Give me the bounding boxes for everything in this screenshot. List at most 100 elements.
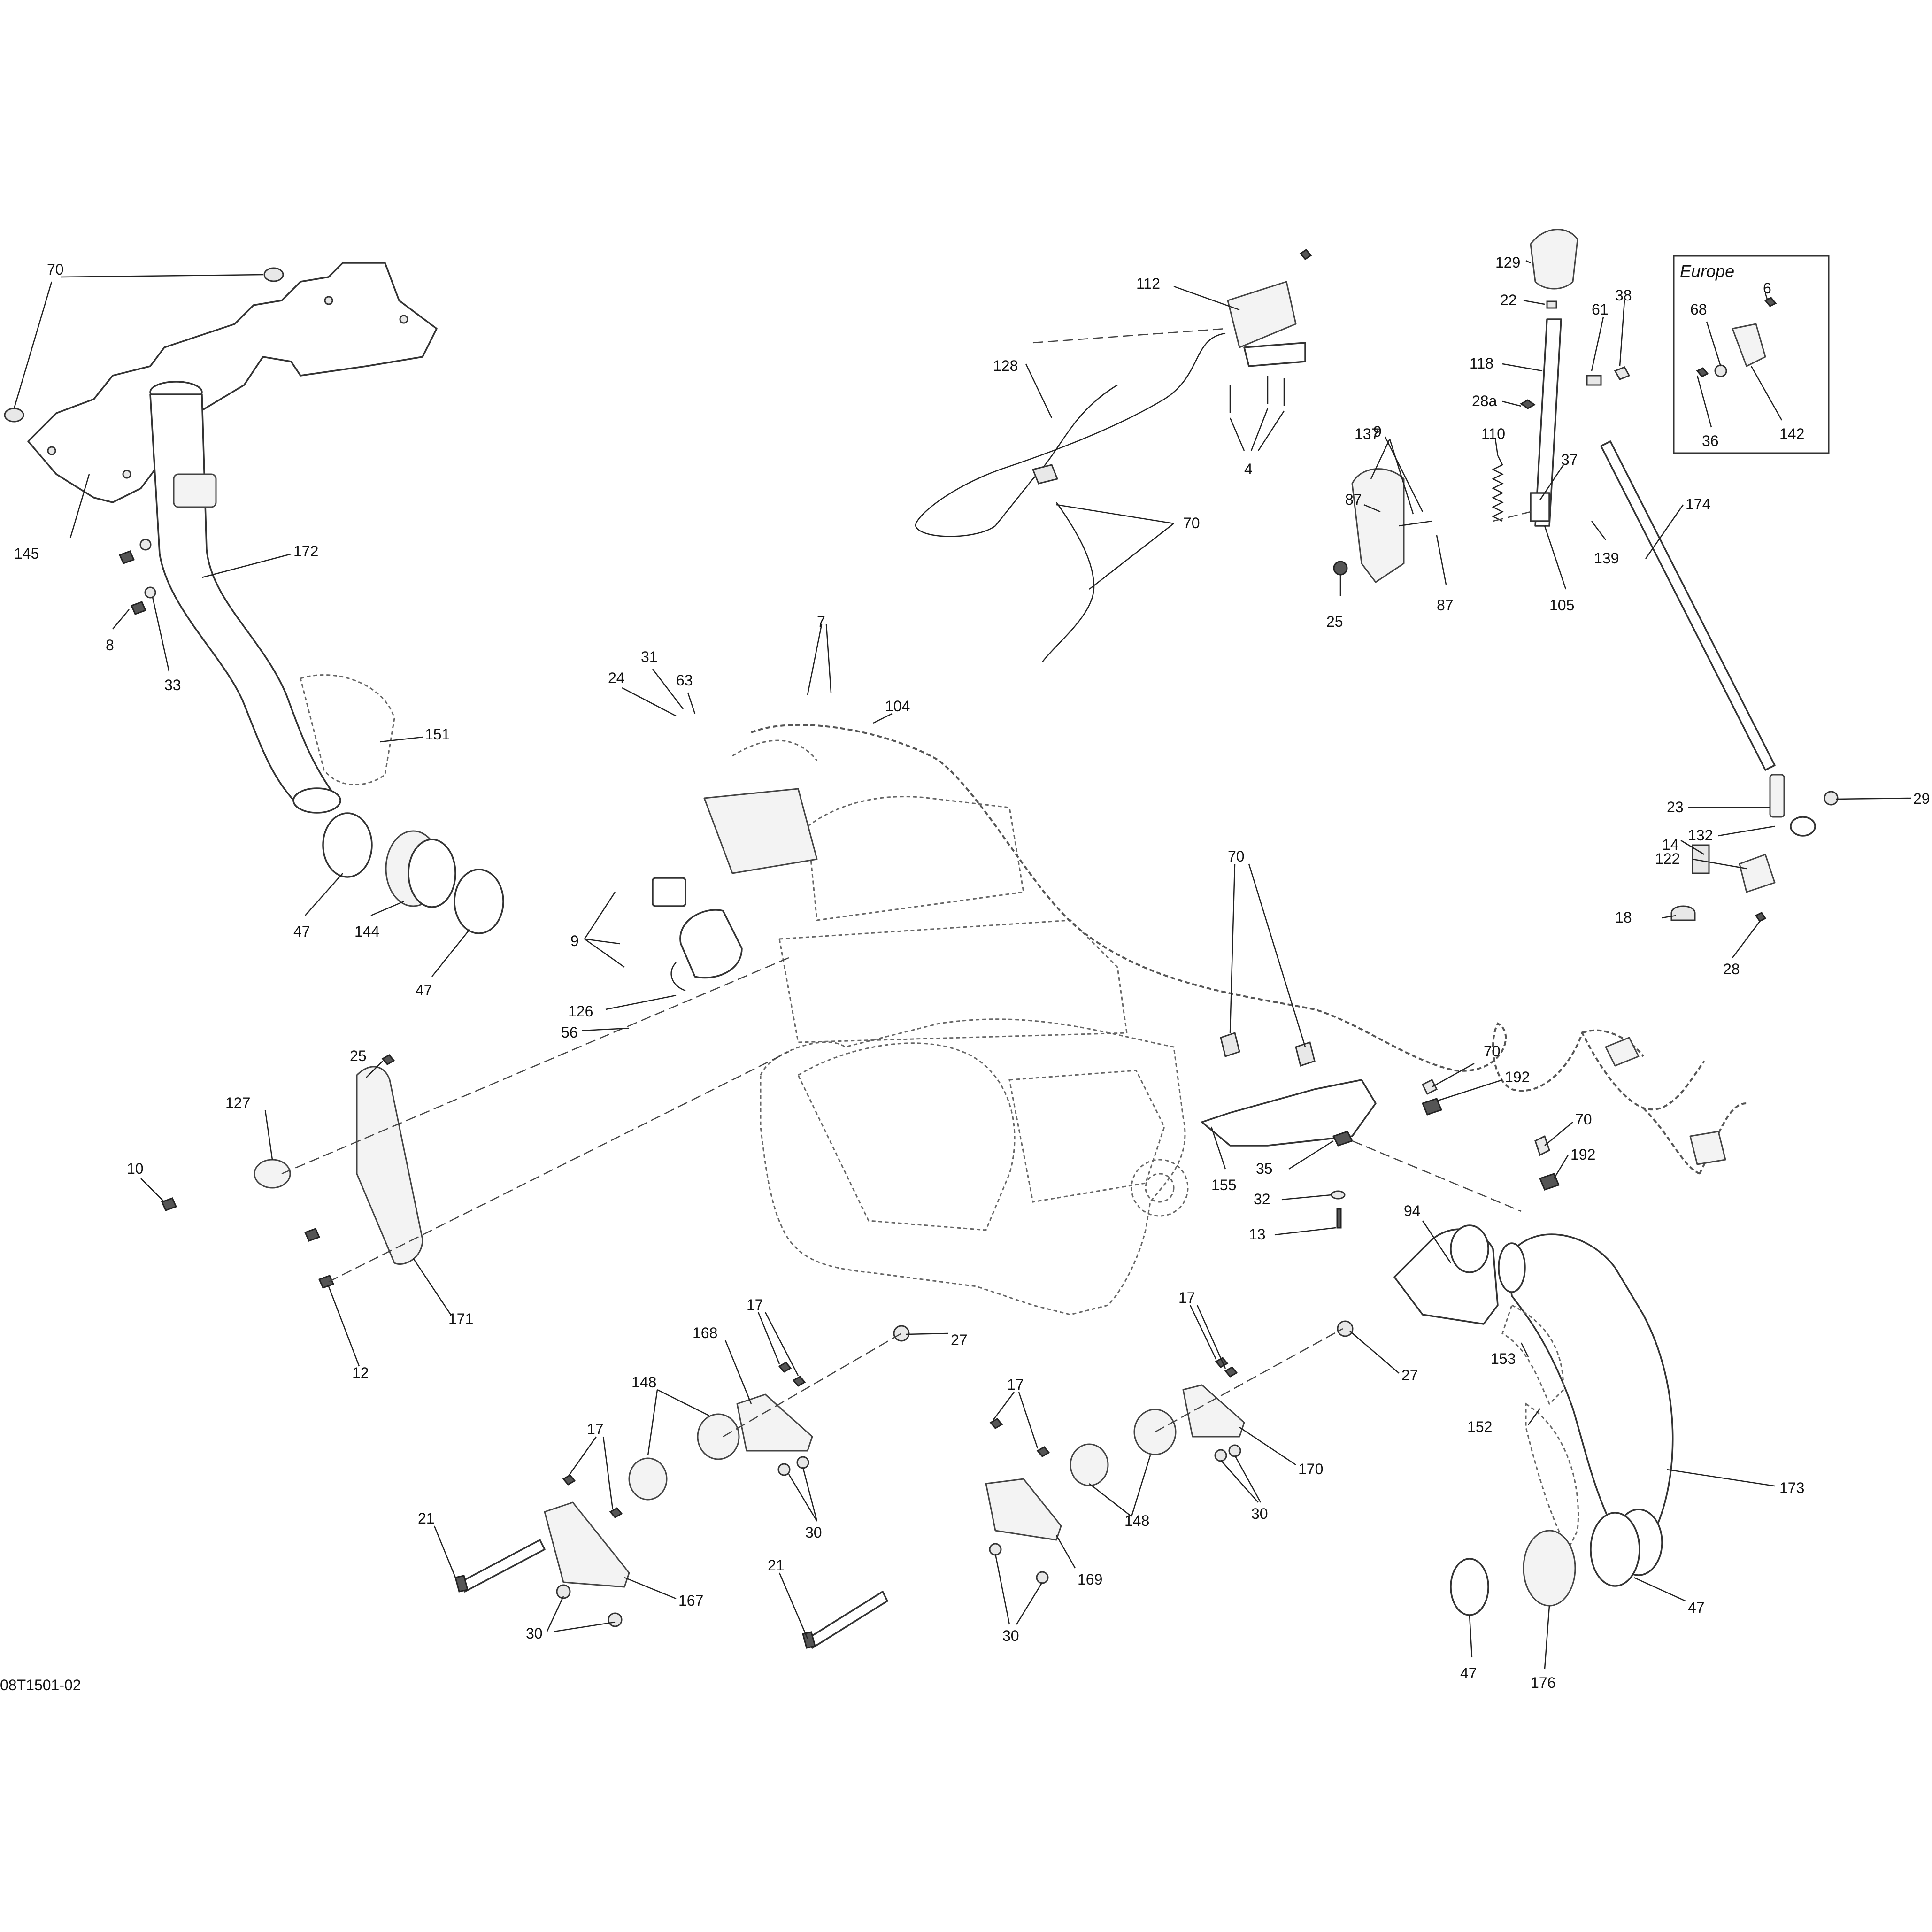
- callout-61: 61: [1592, 301, 1609, 318]
- callout-171: 171: [448, 1310, 473, 1327]
- callout-21: 21: [418, 1510, 435, 1527]
- callout-110: 110: [1481, 425, 1505, 442]
- callout-47: 47: [416, 982, 432, 999]
- callout-112: 112: [1136, 275, 1160, 292]
- callout-22: 22: [1500, 292, 1517, 308]
- callout-148: 148: [1124, 1512, 1149, 1529]
- callout-70: 70: [1484, 1043, 1501, 1060]
- throttle-lever-assembly: [1227, 249, 1312, 413]
- clamp-coupler-set: [322, 812, 504, 934]
- callout-30: 30: [805, 1524, 822, 1541]
- callout-129: 129: [1495, 254, 1520, 271]
- callout-87: 87: [1437, 597, 1454, 614]
- callout-152: 152: [1467, 1418, 1492, 1435]
- leader-lines: [13, 260, 1911, 1670]
- europe-region-label: Europe: [1680, 262, 1734, 281]
- callout-173: 173: [1779, 1479, 1804, 1496]
- callout-148: 148: [631, 1374, 656, 1391]
- callout-4: 4: [1244, 461, 1253, 477]
- callout-63: 63: [676, 672, 693, 689]
- callout-126: 126: [568, 1003, 593, 1020]
- callout-94: 94: [1404, 1202, 1421, 1219]
- return-spring: [1492, 455, 1504, 522]
- callout-174: 174: [1686, 496, 1710, 513]
- callout-25: 25: [1326, 613, 1343, 630]
- callout-36: 36: [1702, 432, 1719, 449]
- callout-23: 23: [1667, 799, 1684, 816]
- callout-153: 153: [1491, 1350, 1516, 1367]
- callout-139: 139: [1594, 550, 1619, 567]
- callout-145: 145: [14, 545, 39, 562]
- callout-30: 30: [526, 1625, 543, 1642]
- callout-38: 38: [1615, 287, 1632, 304]
- callout-8: 8: [106, 637, 114, 654]
- callout-32: 32: [1254, 1191, 1270, 1208]
- callout-9: 9: [570, 932, 579, 949]
- harness-clip-set: [1220, 1032, 1560, 1191]
- assembly-axes: [281, 328, 1531, 1438]
- callout-56: 56: [561, 1024, 578, 1041]
- callout-25: 25: [350, 1047, 367, 1064]
- callout-176: 176: [1531, 1674, 1555, 1691]
- callout-132: 132: [1688, 827, 1713, 844]
- fuse-box-cover: [670, 909, 743, 992]
- heat-shield-sleeve-a: [1501, 1304, 1564, 1405]
- callout-142: 142: [1779, 425, 1804, 442]
- relay-block: [652, 877, 686, 907]
- shift-lever-rod: [1520, 300, 1631, 527]
- main-wiring-harness: [751, 724, 1747, 1175]
- callout-155: 155: [1211, 1177, 1236, 1193]
- drawing-number: 08T1501-02: [0, 1677, 81, 1693]
- europe-bracket: [1696, 297, 1777, 377]
- outlet-duct: [1498, 1233, 1674, 1576]
- callout-6: 6: [1763, 280, 1771, 297]
- callout-33: 33: [164, 677, 181, 693]
- callout-21: 21: [768, 1557, 785, 1574]
- lower-clamp-coupler-set: [1450, 1512, 1640, 1616]
- throttle-cable: [915, 332, 1226, 662]
- callout-17: 17: [1007, 1376, 1024, 1393]
- callout-70: 70: [1228, 848, 1245, 865]
- callout-47: 47: [1460, 1665, 1477, 1682]
- callout-104: 104: [885, 698, 910, 715]
- callout-7: 7: [817, 613, 825, 630]
- callout-68: 68: [1690, 301, 1707, 318]
- callout-192: 192: [1570, 1146, 1595, 1163]
- callout-47: 47: [293, 923, 310, 940]
- callout-137: 137: [1355, 425, 1379, 442]
- callout-127: 127: [225, 1094, 250, 1111]
- callout-18: 18: [1615, 909, 1632, 926]
- ecu-module: [703, 739, 818, 874]
- heat-shield-plate: [27, 262, 438, 503]
- callout-9: 9: [1373, 423, 1382, 440]
- callout-144: 144: [354, 923, 379, 940]
- callout-87: 87: [1345, 491, 1362, 508]
- callout-192: 192: [1505, 1069, 1530, 1085]
- callout-128: 128: [993, 357, 1018, 374]
- callout-30: 30: [1251, 1505, 1268, 1522]
- support-bracket: [1201, 1079, 1377, 1229]
- left-mount-bracket: [161, 1054, 423, 1289]
- rod-end-link: [1670, 774, 1839, 922]
- callout-17: 17: [747, 1296, 763, 1313]
- lower-left-mount-set: [454, 1325, 910, 1627]
- callout-170: 170: [1298, 1461, 1323, 1478]
- callout-31: 31: [641, 648, 658, 665]
- callout-14: 14: [1662, 836, 1679, 853]
- callout-118: 118: [1470, 355, 1493, 372]
- callout-47: 47: [1688, 1599, 1705, 1616]
- callout-168: 168: [693, 1324, 717, 1341]
- callout-122: 122: [1655, 850, 1680, 867]
- bolt-washer-set: [118, 539, 156, 615]
- lower-right-mount-set: [802, 1320, 1354, 1649]
- heat-shield-sleeve-b: [1525, 1402, 1579, 1551]
- callout-105: 105: [1549, 597, 1574, 614]
- callout-172: 172: [293, 543, 318, 560]
- callout-70: 70: [1575, 1111, 1592, 1128]
- callout-29: 29: [1913, 790, 1930, 807]
- callout-27: 27: [951, 1332, 968, 1348]
- callout-70: 70: [47, 261, 64, 278]
- callout-17: 17: [587, 1421, 604, 1438]
- callout-27: 27: [1401, 1367, 1418, 1384]
